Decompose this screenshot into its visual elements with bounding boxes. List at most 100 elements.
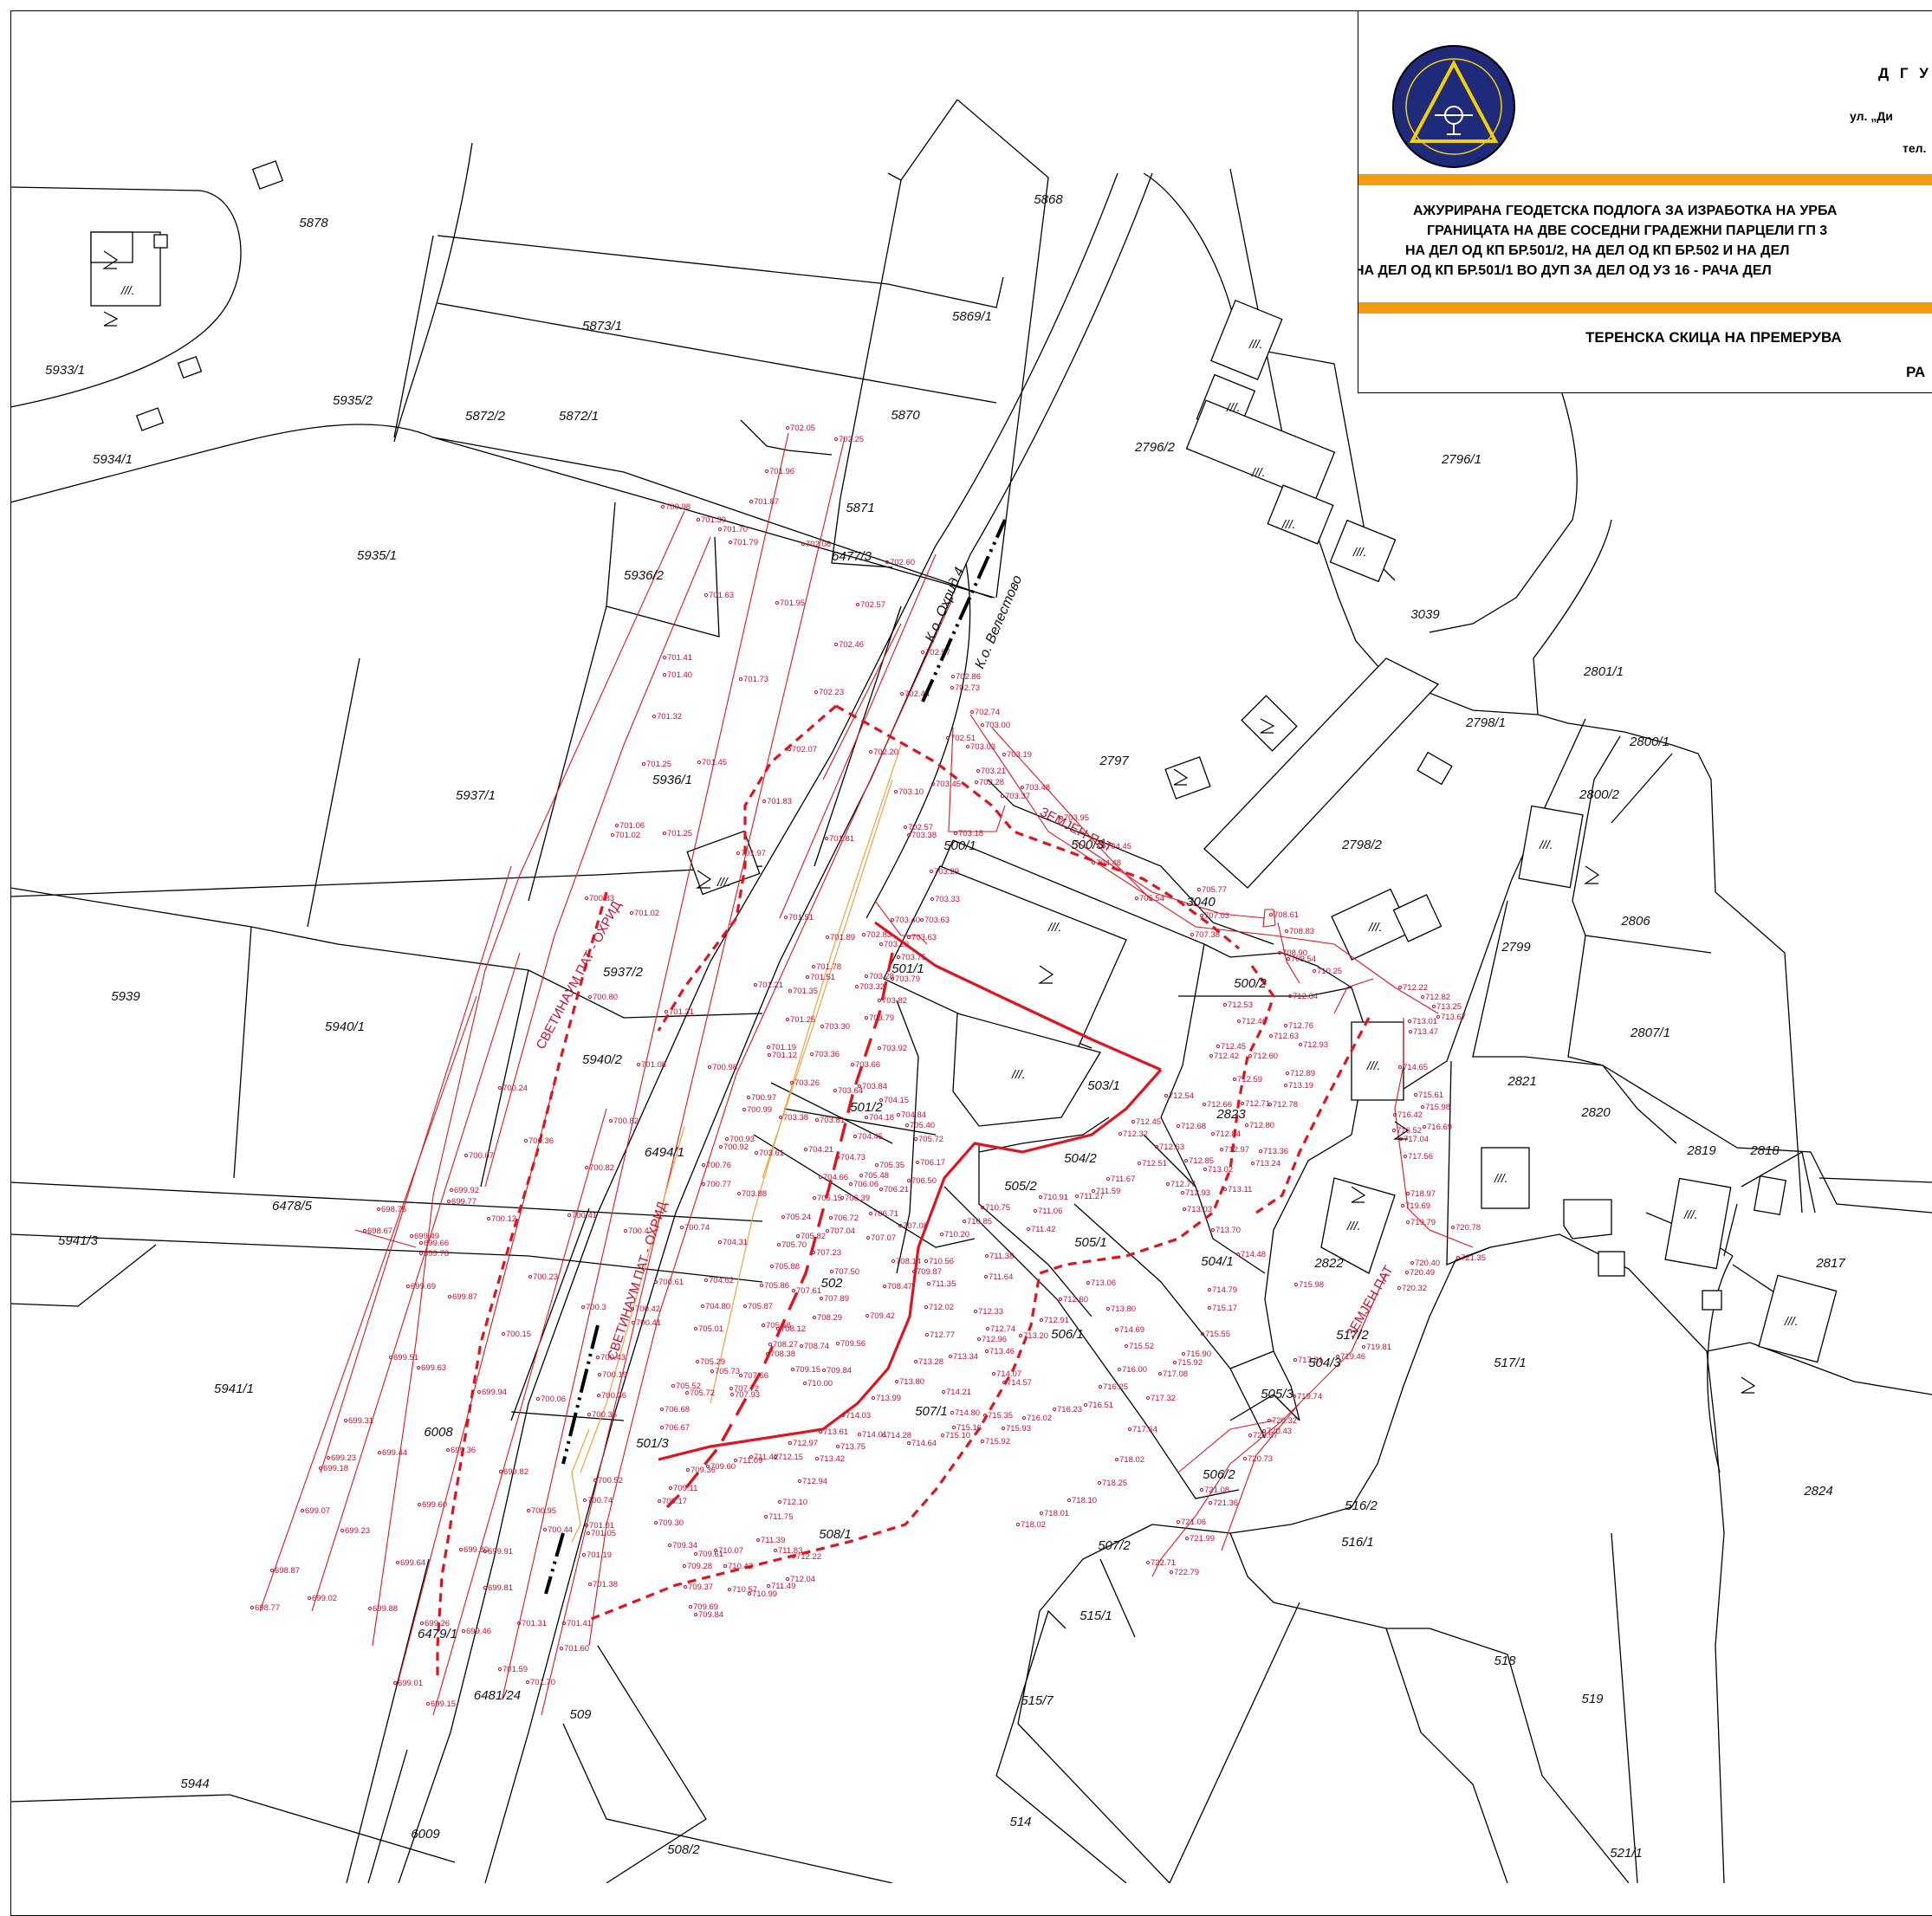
elevation-value: 705.73: [715, 1367, 740, 1376]
elevation-value: 707.72: [734, 1384, 759, 1394]
elevation-point: 701.45: [697, 758, 727, 767]
elevation-value: 699.87: [452, 1292, 477, 1302]
elevation-point: 721.06: [1176, 1518, 1206, 1527]
elevation-value: 703.18: [958, 829, 983, 838]
elevation-point: 701.83: [762, 797, 792, 806]
parcel-label: 505/3: [1261, 1387, 1293, 1401]
elevation-point: 711.64: [983, 1272, 1013, 1282]
elevation-value: 704.18: [869, 1113, 894, 1123]
elevation-value: 712.33: [978, 1307, 1003, 1317]
elevation-point: 715.92: [1172, 1358, 1203, 1368]
parcel-label: 2821: [1507, 1074, 1536, 1089]
parcel-label: 5871: [846, 501, 874, 515]
svg-text:///.: ///.: [1281, 517, 1296, 531]
elevation-value: 712.84: [1216, 1130, 1241, 1139]
elevation-point: 718.01: [1039, 1509, 1069, 1518]
elevation-value: 701.51: [788, 913, 814, 922]
elevation-value: 703.29: [934, 867, 959, 877]
elevation-value: 709.34: [672, 1541, 697, 1550]
elevation-value: 713.80: [1111, 1304, 1136, 1314]
elevation-value: 720.78: [1455, 1223, 1481, 1233]
parcel-label: 5937/1: [456, 788, 496, 803]
elevation-value: 715.92: [1177, 1358, 1203, 1368]
parcel-label: 516/2: [1345, 1498, 1378, 1513]
elevation-point: 701.32: [652, 712, 682, 722]
elevation-value: 707.23: [816, 1248, 841, 1258]
elevation-value: 707.89: [824, 1294, 849, 1304]
elevation-point: 699.31: [343, 1416, 373, 1426]
elevation-value: 703.21: [981, 767, 1006, 776]
elevation-point: 712.96: [976, 1335, 1007, 1344]
elevation-point: 701.02: [629, 909, 659, 918]
elevation-value: 704.45: [858, 1132, 883, 1142]
elevation-point: 699.78: [418, 1249, 449, 1259]
elevation-value: 700.35: [592, 1410, 617, 1420]
elevation-point: 708.74: [799, 1342, 829, 1351]
elevation-value: 717.56: [1408, 1152, 1433, 1162]
svg-text:///.: ///.: [1494, 1171, 1508, 1185]
elevation-point: 699.15: [425, 1699, 456, 1709]
elevation-value: 703.37: [1005, 792, 1030, 801]
svg-text:///.: ///.: [1683, 1207, 1698, 1221]
elevation-point: 703.92: [877, 1044, 907, 1053]
elevation-point: 719.69: [1400, 1201, 1430, 1211]
elevation-point: 711.38: [984, 1252, 1014, 1261]
elevation-point: 704.18: [864, 1113, 894, 1123]
elevation-value: 709.87: [917, 1267, 942, 1277]
elevation-point: 699.01: [392, 1679, 423, 1688]
elevation-point: 714.79: [1207, 1285, 1237, 1295]
parcel-label: 2818: [1749, 1143, 1780, 1158]
elevation-value: 706.71: [873, 1209, 898, 1219]
elevation-point: 699.94: [477, 1388, 507, 1397]
elevation-value: 715.92: [985, 1437, 1010, 1447]
elevation-value: 710.99: [752, 1589, 777, 1599]
elevation-value: 707.50: [834, 1267, 859, 1277]
parcel-label: 501/3: [636, 1436, 669, 1451]
parcel-label: 2796/1: [1441, 452, 1481, 467]
elevation-value: 701.25: [790, 1015, 815, 1025]
elevation-value: 711.38: [989, 1252, 1014, 1261]
parcel-label: 514: [1009, 1815, 1031, 1829]
elevation-point: 710.91: [1038, 1193, 1068, 1202]
elevation-value: 716.25: [1103, 1382, 1128, 1392]
elevation-point: 710.20: [939, 1230, 969, 1240]
elevation-point: 702.08: [801, 540, 831, 549]
elevation-point: 706.39: [840, 1194, 870, 1203]
elevation-point: 713.28: [913, 1357, 943, 1367]
elevation-value: 712.60: [1063, 1295, 1088, 1304]
elevation-point: 704.48: [1091, 858, 1121, 868]
elevation-point: 710.75: [980, 1203, 1010, 1213]
elevation-point: 700.42: [630, 1304, 660, 1314]
elevation-value: 712.63: [1274, 1032, 1299, 1041]
elevation-point: 712.84: [1210, 1130, 1241, 1139]
elevation-value: 712.76: [1288, 1021, 1313, 1031]
elevation-point: 714.57: [1002, 1378, 1032, 1388]
elevation-value: 704.66: [823, 1173, 848, 1182]
elevation-value: 703.33: [935, 895, 960, 904]
elevation-point: 721.99: [1184, 1534, 1215, 1544]
elevation-value: 713.34: [953, 1352, 978, 1362]
elevation-point: 709.87: [911, 1267, 942, 1277]
elevation-value: 709.61: [698, 1550, 723, 1559]
elevation-point: 721.08: [1199, 1486, 1229, 1495]
elevation-point: 713.02: [1203, 1165, 1233, 1175]
elevation-value: 711.49: [771, 1582, 795, 1591]
elevation-value: 702.07: [792, 745, 817, 754]
parcel-label: 519: [1581, 1692, 1604, 1706]
elevation-point: 711.67: [1105, 1175, 1135, 1184]
elevation-value: 709.54: [1291, 955, 1316, 964]
elevation-value: 701.45: [702, 758, 727, 767]
elevation-value: 718.02: [1119, 1455, 1144, 1465]
elevation-value: 710.91: [1043, 1193, 1068, 1202]
elevation-point: 699.69: [405, 1282, 436, 1291]
elevation-point: 713.36: [1258, 1147, 1288, 1156]
elevation-value: 699.81: [488, 1583, 513, 1593]
elevation-point: 718.02: [1015, 1520, 1046, 1530]
parcel-label: 509: [569, 1707, 592, 1722]
elevation-point: 712.42: [1209, 1052, 1239, 1061]
elevation-point: 700.06: [535, 1395, 566, 1404]
elevation-point: 716.42: [1392, 1110, 1423, 1120]
elevation-point: 713.11: [1222, 1185, 1252, 1194]
elevation-point: 699.64: [395, 1558, 425, 1568]
parcel-label: 5944: [180, 1777, 209, 1791]
